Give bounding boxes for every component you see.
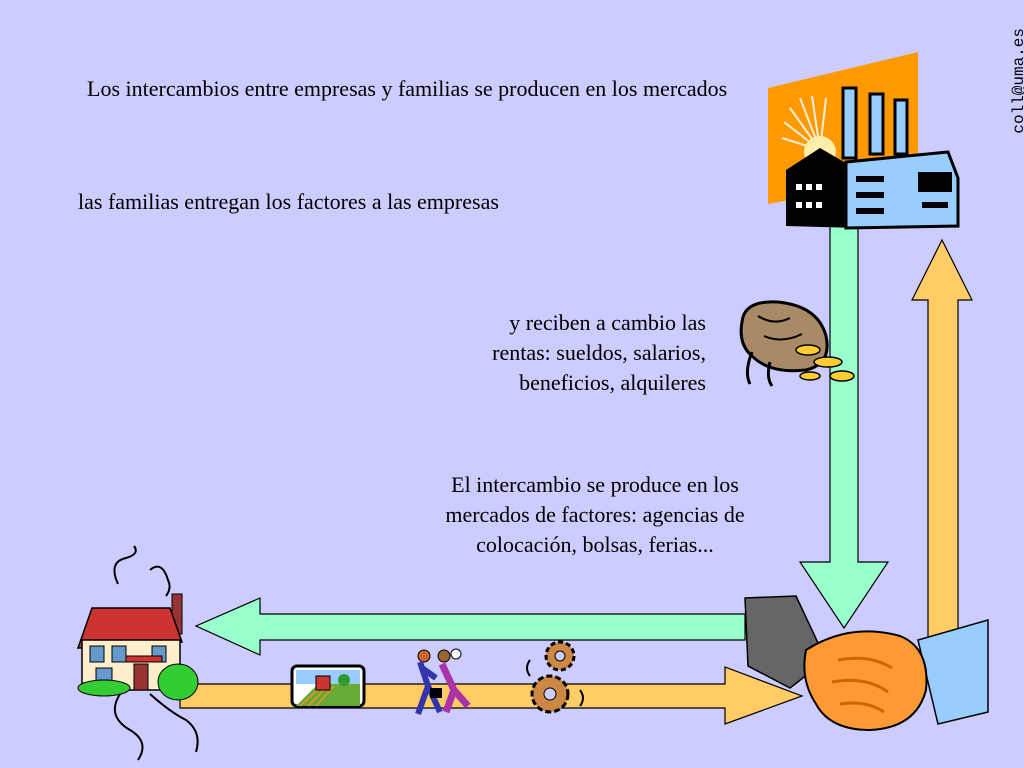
mercados-line-3: colocación, bolsas, ferias... <box>476 532 714 557</box>
mercados-line-2: mercados de factores: agencias de <box>445 502 745 527</box>
rentas-flow-left-arrow <box>194 597 746 656</box>
rentas-line-1: y reciben a cambio las <box>509 310 706 335</box>
house-icon <box>76 545 199 761</box>
income-flow-up-arrow <box>911 238 973 641</box>
slide-title-line: Los intercambios entre empresas y famili… <box>87 76 728 101</box>
factor-flow-down-arrow <box>798 225 890 630</box>
gears-icon <box>526 640 584 714</box>
farm-icon <box>290 664 366 708</box>
mercados-text: El intercambio se produce en los mercado… <box>400 470 790 560</box>
handshake-icon <box>744 595 989 732</box>
families-statement: las familias entregan los factores a las… <box>78 189 499 214</box>
people-running-icon <box>415 648 471 716</box>
money-bag-icon <box>739 300 855 387</box>
rentas-line-3: beneficios, alquileres <box>519 370 706 395</box>
mercados-line-1: El intercambio se produce en los <box>451 472 739 497</box>
factors-flow-right-arrow <box>179 666 804 725</box>
rentas-line-2: rentas: sueldos, salarios, <box>492 340 706 365</box>
rentas-text: y reciben a cambio las rentas: sueldos, … <box>420 308 706 398</box>
factory-icon <box>768 52 960 230</box>
